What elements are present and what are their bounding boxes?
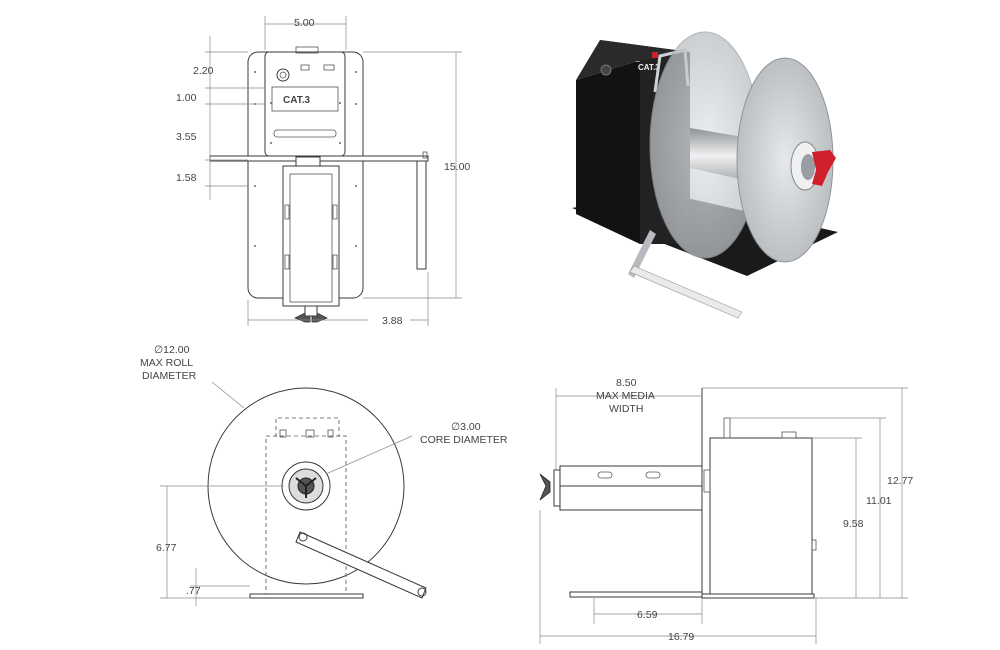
overall-length-dimension: 16.79 bbox=[668, 631, 694, 643]
front-view-spindle-assembly bbox=[282, 165, 340, 307]
front-view-power-knob bbox=[276, 68, 290, 82]
front-view-label-plate bbox=[271, 86, 339, 112]
max-roll-diameter-label-1: MAX ROLL bbox=[140, 357, 193, 369]
side-view-frame bbox=[265, 435, 347, 595]
front-view-drawing: CAT.3 bbox=[209, 46, 429, 323]
top-view-knob bbox=[539, 473, 551, 501]
top-view-body-box bbox=[709, 437, 813, 595]
photo-brand-label: CAT.3 bbox=[638, 63, 660, 72]
top-view-base bbox=[569, 591, 703, 598]
mid-height-dimension: 11.01 bbox=[866, 495, 892, 507]
front-view-dimensions: 5.00 2.20 1.00 3.55 1.58 15.00 3.88 bbox=[176, 16, 470, 327]
max-roll-diameter-label-2: DIAMETER bbox=[142, 370, 197, 382]
media-width-value: 8.50 bbox=[616, 377, 637, 389]
front-plate-gap-dimension: 3.55 bbox=[176, 131, 197, 143]
photo-power-knob bbox=[600, 64, 612, 76]
media-width-label-1: MAX MEDIA bbox=[596, 390, 655, 402]
front-view-top-connector bbox=[295, 46, 319, 54]
box-height-dimension: 9.58 bbox=[843, 518, 864, 530]
side-view-crank bbox=[295, 531, 427, 599]
front-arm-length-dimension: 3.88 bbox=[382, 315, 403, 327]
photo-crank-arm bbox=[628, 230, 656, 278]
top-view-drawing bbox=[539, 388, 817, 599]
base-height-dimension: .77 bbox=[186, 585, 201, 597]
top-view-spindle-upper bbox=[559, 465, 703, 487]
front-view-brand-label: CAT.3 bbox=[283, 95, 310, 106]
side-view-handle bbox=[275, 417, 340, 437]
front-view-arm bbox=[416, 160, 427, 270]
top-view-dimensions: 8.50 MAX MEDIA WIDTH 12.77 11.01 9.58 6.… bbox=[539, 377, 913, 644]
overall-height-dimension: 12.77 bbox=[887, 475, 913, 487]
front-width-dimension: 5.00 bbox=[294, 17, 315, 29]
top-view-spindle-lower bbox=[559, 485, 703, 511]
core-diameter-label: CORE DIAMETER bbox=[420, 434, 508, 446]
media-width-label-2: WIDTH bbox=[609, 403, 643, 415]
side-view-drawing bbox=[207, 387, 427, 599]
height-to-core-dimension: 6.77 bbox=[156, 542, 177, 554]
front-view-slot bbox=[273, 129, 337, 138]
front-height-dimension: 15.00 bbox=[444, 161, 470, 173]
photo-red-knob bbox=[812, 150, 836, 186]
front-bracket-offset-dimension: 1.58 bbox=[176, 172, 197, 184]
product-photo: CAT.3 bbox=[572, 31, 838, 319]
side-view-base bbox=[249, 593, 364, 599]
front-top-offset-dimension: 2.20 bbox=[193, 65, 214, 77]
core-diameter-value: ∅3.00 bbox=[451, 421, 481, 433]
base-length-dimension: 6.59 bbox=[637, 609, 658, 621]
front-label-offset-dimension: 1.00 bbox=[176, 92, 197, 104]
max-roll-diameter-value: ∅12.00 bbox=[154, 344, 190, 356]
side-view-callouts: ∅12.00 MAX ROLL DIAMETER ∅3.00 CORE DIAM… bbox=[140, 344, 508, 606]
photo-body-front bbox=[576, 62, 640, 244]
